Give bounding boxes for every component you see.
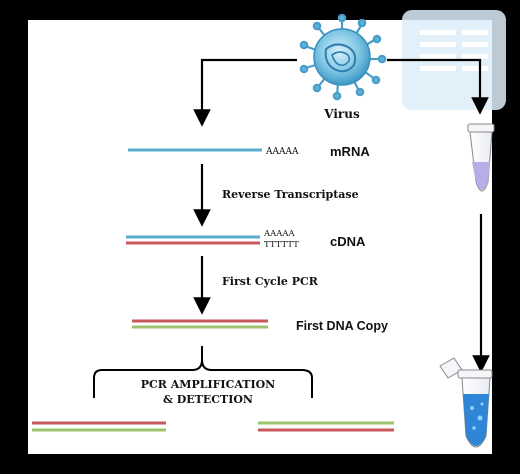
microcentrifuge-tube-icon (467, 123, 495, 192)
reverse-transcriptase-label: Reverse Transcriptase (222, 188, 359, 201)
cdna-label: cDNA (330, 234, 366, 249)
detection-label: & DETECTION (163, 393, 253, 406)
pcr-tube-open-icon (439, 357, 493, 448)
virus-label: Virus (323, 107, 360, 121)
mrna-polya-tail: AAAAA (265, 147, 299, 157)
first-cycle-pcr-label: First Cycle PCR (222, 275, 319, 288)
amplification-brace (93, 346, 313, 398)
first-dna-copy-label: First DNA Copy (296, 319, 388, 333)
cdna-polya-tail: AAAAA (263, 229, 296, 239)
virus-icon (299, 13, 387, 101)
arrow-virus-to-mrna (193, 58, 297, 127)
mrna-label: mRNA (330, 144, 370, 159)
pcr-amplification-label: PCR AMPLIFICATION (141, 378, 275, 391)
arrow-virus-to-tube (387, 58, 489, 115)
cdna-polyt-tail: TTTTTT (264, 240, 299, 250)
